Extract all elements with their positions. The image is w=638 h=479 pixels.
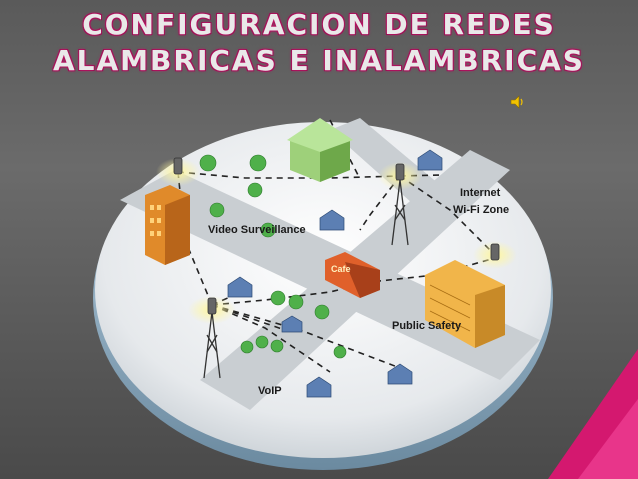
label-public-safety: Public Safety: [392, 320, 462, 332]
label-internet: Internet: [460, 187, 501, 199]
label-wifi-zone: Wi-Fi Zone: [453, 204, 509, 216]
label-voip: VoIP: [258, 385, 282, 397]
label-video-surveillance: Video Surveillance: [208, 224, 306, 236]
cafe-building: Cafe: [325, 252, 380, 298]
tree-icon: [199, 154, 347, 359]
building-icon: [145, 185, 190, 265]
house-icon: [227, 149, 443, 398]
corner-accent-inner: [578, 399, 638, 479]
speaker-icon[interactable]: [510, 94, 526, 110]
slide-title-line-2: ALAMBRICAS E INALAMBRICAS: [53, 44, 585, 77]
slide-title-line-1: CONFIGURACION DE REDES: [82, 8, 556, 41]
tower-icon: [203, 179, 409, 379]
access-point-icon: [173, 157, 500, 315]
svg-text:Cafe: Cafe: [331, 264, 351, 274]
building-icon: [425, 260, 505, 348]
building-icon: [287, 118, 353, 182]
